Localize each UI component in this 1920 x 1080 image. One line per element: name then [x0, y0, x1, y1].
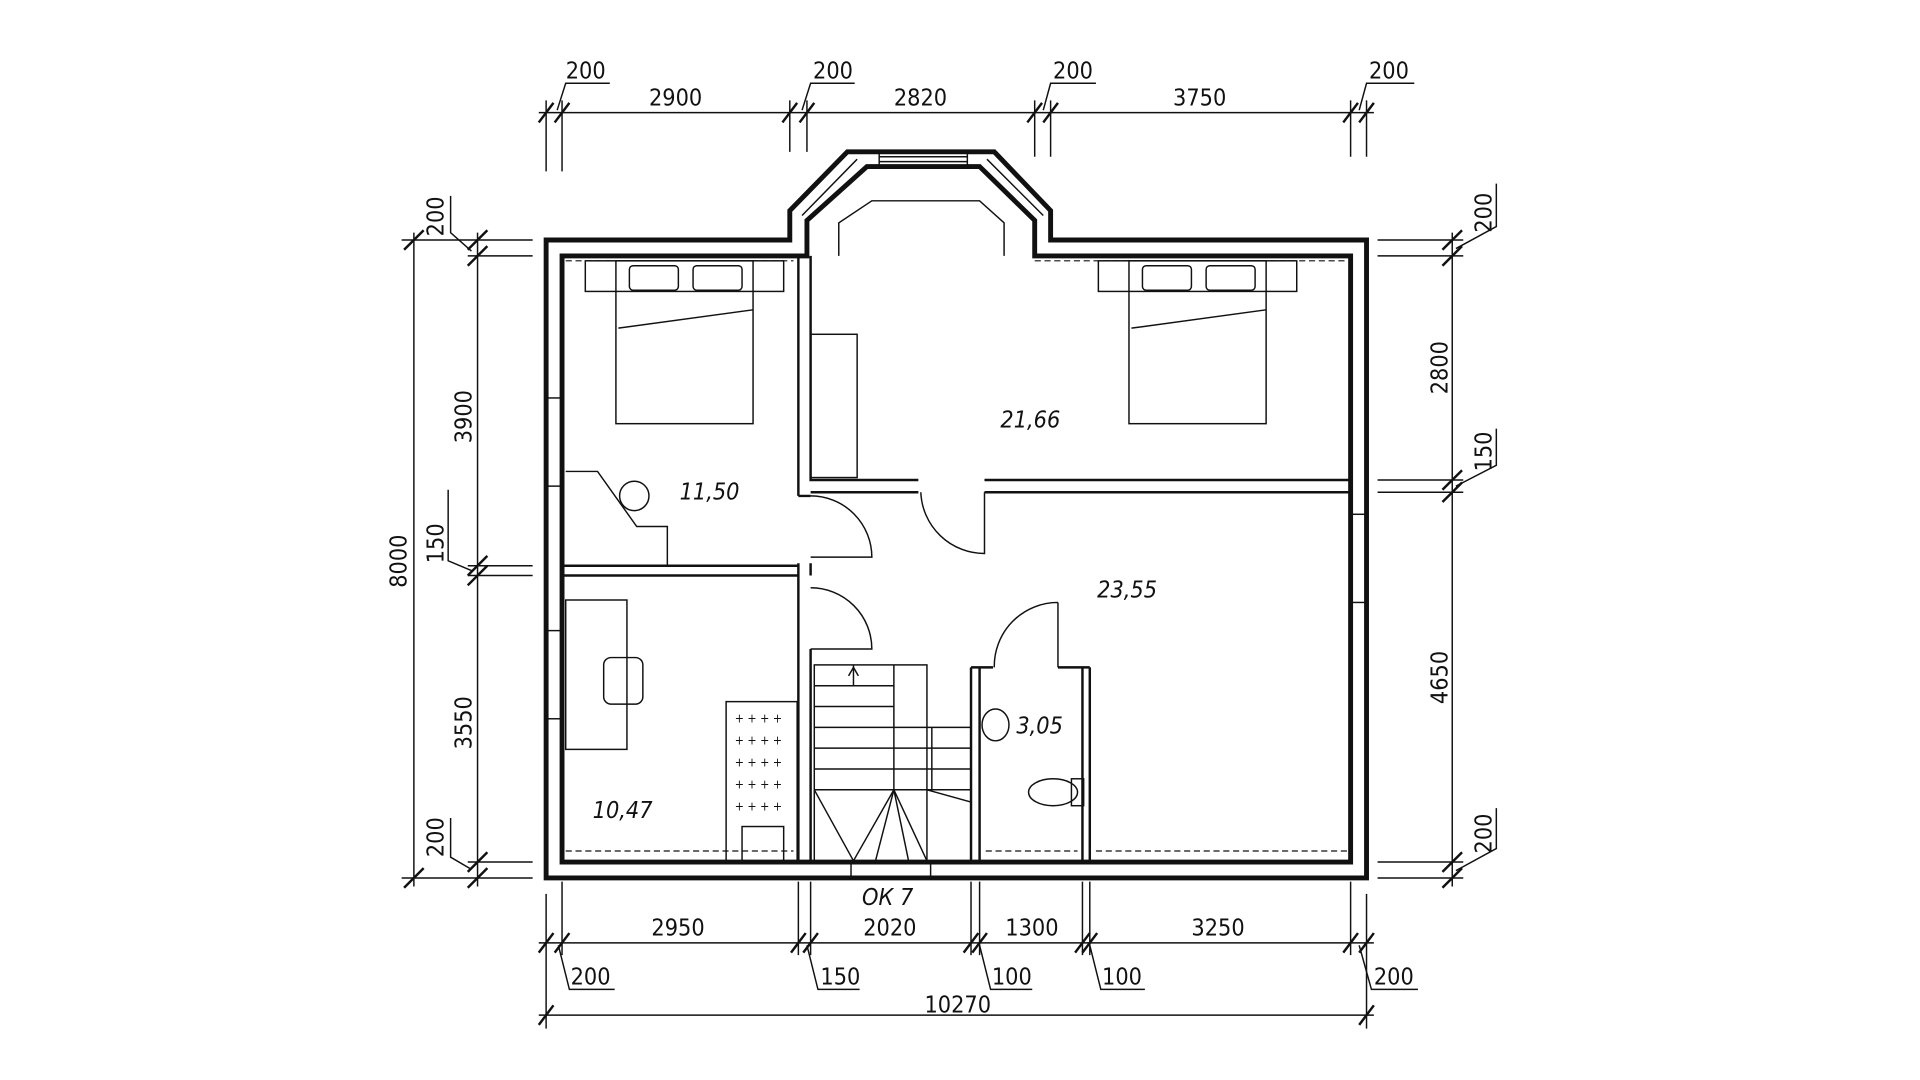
dimension-label: 8000: [386, 535, 413, 588]
dimension-label: 2820: [894, 84, 947, 111]
room-area-11-50: 11,50: [680, 479, 740, 506]
wardrobe: [809, 333, 858, 479]
dimension-label: 3750: [1173, 84, 1226, 111]
window-bottom: [850, 861, 932, 879]
pillow: [741, 825, 785, 862]
door-swings: [810, 492, 1059, 668]
right-dimension-chain: 200 2800 150 4650 200: [1377, 183, 1497, 889]
interior-walls: [562, 255, 1351, 864]
bed-pattern: + + + + + + + + + + + + + + + + + + + +: [735, 711, 782, 813]
dimension-label: 1300: [1005, 915, 1058, 942]
dimension-label: 2900: [649, 84, 702, 111]
inner-wall-line: [559, 164, 1354, 865]
dimension-label: 200: [566, 57, 606, 84]
dimension-label: 3900: [450, 390, 477, 443]
dimension-label: 200: [1053, 57, 1093, 84]
svg-text:+ + + +: + + + +: [735, 756, 782, 770]
bed-right: [1097, 260, 1298, 425]
dimension-label: 3550: [450, 696, 477, 749]
staircase: [813, 664, 972, 862]
dimension-label: 3250: [1191, 915, 1244, 942]
corner-desk: [565, 470, 669, 566]
dimension-label: 200: [422, 196, 449, 236]
round-table: [618, 480, 650, 512]
dashed-lines: [565, 260, 1347, 852]
toilet: [1027, 778, 1079, 807]
top-dimension-chain: 200 200 200 200 2900 2820 3750: [537, 57, 1415, 172]
dimension-label: 200: [1369, 57, 1409, 84]
dimension-label: 2020: [863, 915, 916, 942]
svg-text:+ + + +: + + + +: [735, 800, 782, 814]
dimension-label: 10270: [924, 992, 991, 1019]
dimension-label: 150: [422, 523, 449, 563]
sink: [981, 708, 1010, 742]
bed-left: [584, 260, 785, 425]
room-area-3-05: 3,05: [1016, 712, 1063, 739]
dimension-label: 200: [422, 817, 449, 857]
dimension-label: 2800: [1426, 341, 1453, 394]
room-area-23-55: 23,55: [1097, 577, 1157, 604]
svg-text:+ + + +: + + + +: [735, 711, 782, 725]
dimension-label: 200: [1374, 963, 1414, 990]
desk: [564, 599, 628, 751]
window-right: [1349, 513, 1368, 604]
dimension-label: 2950: [651, 915, 704, 942]
outer-wall: [543, 149, 1369, 881]
room-area-21-66: 21,66: [1000, 406, 1060, 433]
chair: [602, 656, 644, 705]
dimension-label: 100: [992, 963, 1032, 990]
dimension-label: 100: [1102, 963, 1142, 990]
window-label: ОК 7: [862, 884, 914, 911]
room-area-10-47: 10,47: [593, 797, 654, 824]
dimension-label: 4650: [1426, 651, 1453, 704]
svg-text:+ + + +: + + + +: [735, 778, 782, 792]
dimension-label: 150: [820, 963, 860, 990]
dimension-label: 150: [1470, 432, 1497, 472]
bay-inner: [838, 200, 1005, 256]
dimension-label: 200: [813, 57, 853, 84]
bottom-dimension-chain: 2950 2020 1300 3250 200 150 100 100 200 …: [537, 881, 1418, 1029]
window-left-bottom: [545, 629, 563, 720]
dimension-label: 200: [1470, 193, 1497, 233]
svg-text:+ + + +: + + + +: [735, 733, 782, 747]
bay-window: [801, 151, 1044, 217]
dimension-label: 200: [571, 963, 611, 990]
window-left-top: [545, 397, 563, 487]
dimension-label: 200: [1470, 814, 1497, 854]
left-dimension-chain: 200 3900 150 3550 200 8000: [386, 195, 533, 889]
